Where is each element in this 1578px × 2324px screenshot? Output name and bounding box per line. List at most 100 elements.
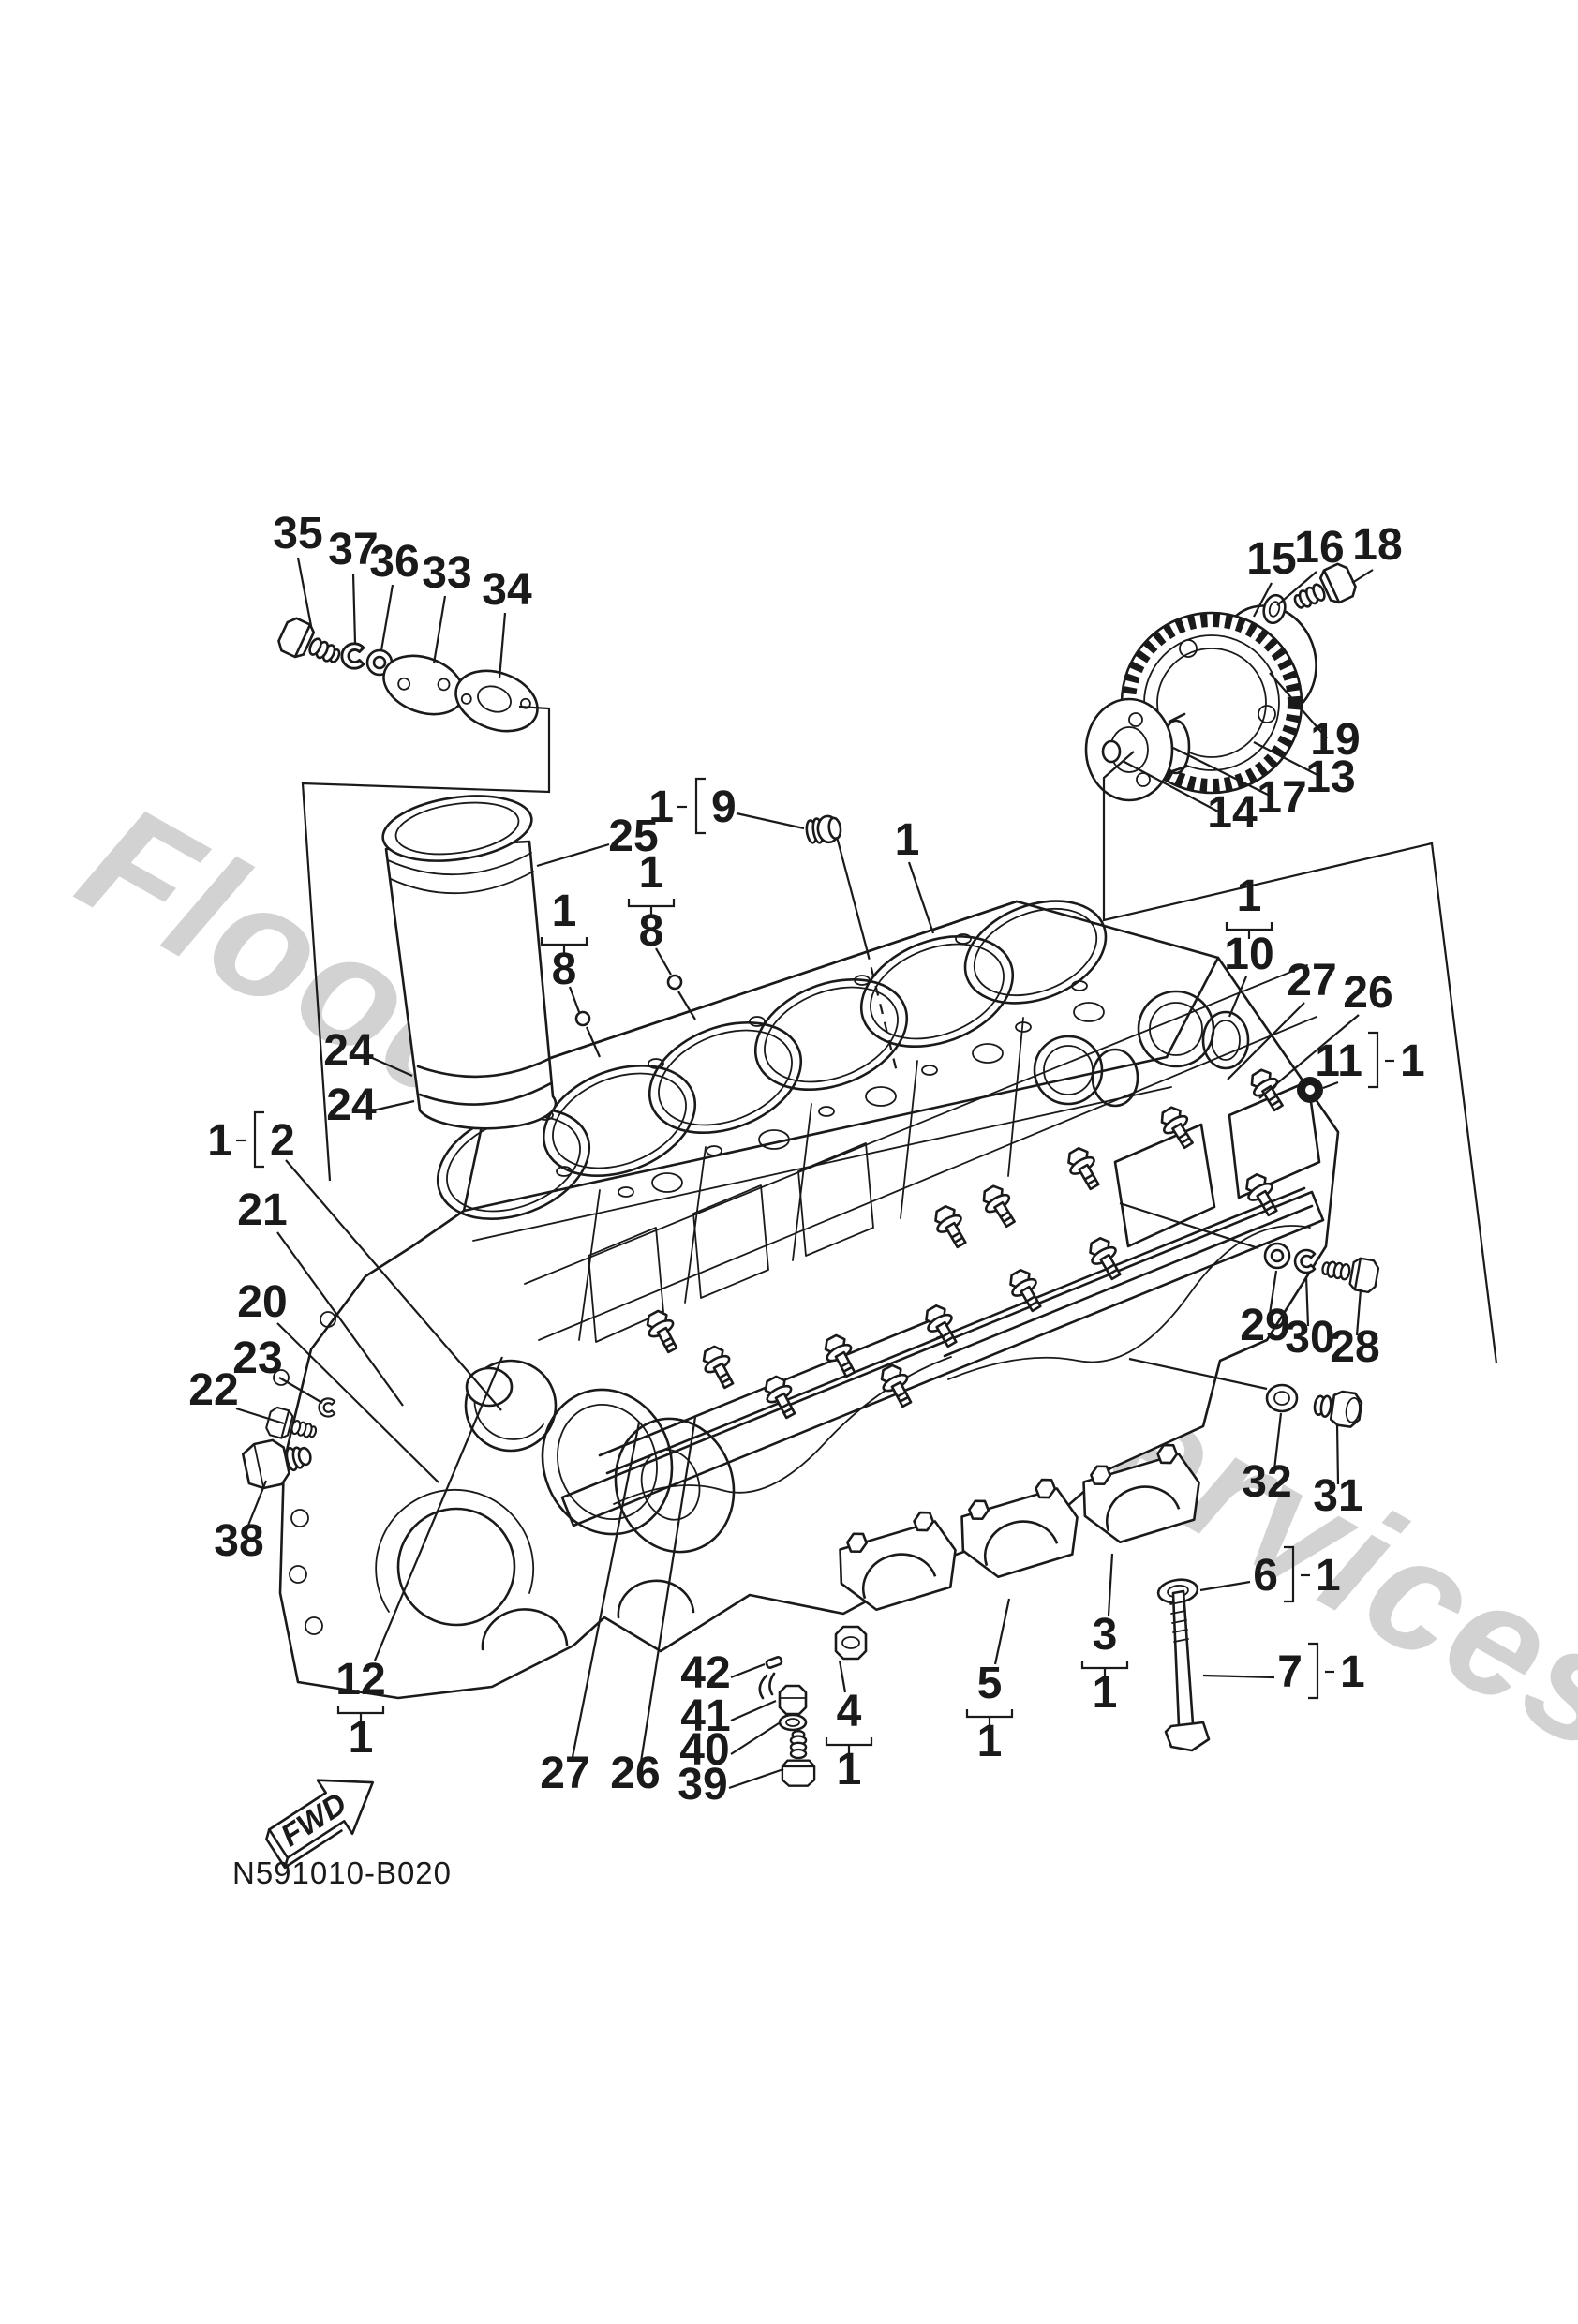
side-cover-rails-shape	[947, 1225, 1311, 1380]
callout-7-1-right: 1	[1340, 1647, 1365, 1697]
block-side-ribs	[524, 964, 1317, 1343]
side-cover-rails-shape	[935, 1186, 1306, 1340]
block-side-ribs-shape	[1007, 1017, 1024, 1177]
leader-lines-shape	[993, 1598, 1011, 1665]
leader-lines-shape	[568, 986, 581, 1013]
callout-41: 41	[680, 1691, 730, 1741]
callout-1-10-bracket	[1225, 922, 1273, 931]
leader-lines-shape	[536, 842, 610, 868]
leader-lines-shape	[585, 1026, 602, 1058]
deck-holes-shape	[758, 1129, 790, 1150]
fastener-parts-shape	[834, 1625, 868, 1661]
block-right-end	[1033, 990, 1321, 1248]
block-side-ribs-shape	[797, 1142, 874, 1257]
cylinder-bores-shape-shape	[542, 1064, 697, 1178]
cylinder-bores-shape-shape	[963, 900, 1108, 1005]
leader-lines-shape	[1107, 1553, 1114, 1616]
fwd-arrow-shape	[283, 1829, 343, 1870]
callout-37: 37	[328, 525, 378, 574]
cover-plate-parts-shape	[454, 669, 539, 733]
block-front-face-shape	[396, 1507, 516, 1627]
cylinder-liner-art-shape	[387, 852, 532, 876]
callout-3-1-top: 3	[1093, 1610, 1118, 1660]
balancer-assembly-art-shape	[1258, 705, 1276, 723]
block-front-face-shape	[614, 1417, 736, 1554]
balancer-assembly-art-shape-shape	[1128, 712, 1143, 727]
engine-block-art-shape	[490, 900, 1019, 1080]
long-bolt-7-shape	[1172, 1629, 1188, 1633]
cover-plate-parts-shape-shape	[477, 685, 512, 713]
callout-25: 25	[608, 812, 658, 861]
callout-12-1-top: 12	[335, 1655, 385, 1705]
leader-lines-shape	[730, 1699, 777, 1722]
block-front-face-shape-shape	[640, 1449, 701, 1521]
drawing-number: N591010-B020	[232, 1855, 452, 1890]
cylinder-liner-art-shape	[416, 1055, 555, 1079]
balancer-assembly-art-shape	[1168, 765, 1188, 774]
block-right-end-shape	[1113, 1123, 1216, 1248]
callout-4-1-top: 4	[837, 1687, 862, 1736]
cylinder-bores-shape-shape	[859, 934, 1015, 1049]
callout-6-1-bracket	[1284, 1545, 1295, 1603]
callout-19: 19	[1310, 715, 1360, 765]
deck-holes-shape	[556, 1166, 573, 1177]
block-side-ribs-shape	[684, 1146, 707, 1304]
leader-lines-shape	[1227, 1002, 1305, 1080]
fastener-parts-shape-shape	[1345, 1396, 1361, 1423]
deck-holes-shape	[618, 1186, 634, 1198]
locator-lines-shape	[301, 705, 551, 1182]
engine-block-art-shape	[462, 1055, 1169, 1213]
long-bolt-7-shape	[1171, 1619, 1187, 1624]
callout-31: 31	[1313, 1471, 1362, 1521]
cylinder-bores-shape	[859, 934, 1015, 1049]
callout-1-10-top: 1	[1237, 872, 1262, 921]
callout-18: 18	[1352, 520, 1402, 570]
callout-1-9-bracket	[694, 777, 706, 835]
callout-1-8b-top: 1	[639, 848, 664, 898]
fastener-parts-shape	[1263, 1242, 1291, 1270]
cylinder-bores-shape-shape	[764, 986, 899, 1083]
cylinder-liner-art	[381, 795, 558, 1130]
leader-lines-shape	[1258, 1014, 1360, 1099]
fastener-parts-shape-shape	[1273, 1391, 1290, 1406]
fastener-parts-shape-shape	[765, 1656, 783, 1669]
leader-lines-shape	[736, 812, 805, 830]
fastener-parts-shape-shape	[1265, 1383, 1299, 1413]
callout-5-1-top: 5	[977, 1659, 1003, 1708]
callout-22: 22	[188, 1365, 238, 1415]
leader-lines-shape	[639, 1416, 697, 1763]
callout-1-8b-bracket	[627, 899, 676, 908]
leader-lines-shape	[730, 1662, 766, 1679]
fastener-parts-shape-shape	[785, 1718, 800, 1727]
callout-20: 20	[237, 1277, 287, 1327]
callout-6-1-right: 1	[1316, 1551, 1341, 1601]
fastener-parts-shape	[805, 814, 842, 844]
long-bolt-7-shape	[1169, 1601, 1185, 1605]
balancer-assembly-art	[1084, 559, 1361, 802]
leader-lines-shape	[278, 1377, 323, 1404]
leader-lines-shape	[1253, 582, 1273, 618]
block-front-face-shape	[290, 1509, 309, 1527]
leader-lines-shape	[380, 584, 394, 651]
callout-42: 42	[680, 1648, 730, 1698]
deck-holes-shape	[921, 1065, 938, 1076]
callout-17: 17	[1257, 773, 1306, 823]
block-side-ribs-shape	[538, 1016, 1317, 1341]
block-front-face-shape	[273, 1369, 290, 1386]
callout-33: 33	[422, 548, 471, 598]
balancer-assembly-art-shape-shape	[1084, 697, 1174, 802]
fastener-parts	[241, 814, 1381, 1787]
cylinder-bores-shape	[963, 900, 1108, 1005]
cover-plate-parts-shape-shape	[437, 678, 451, 692]
callout-1-8b-bottom: 8	[639, 906, 664, 956]
fastener-parts-shape-shape	[841, 1636, 860, 1649]
leader-lines-shape	[1172, 747, 1273, 797]
callout-4-1-bracket	[825, 1737, 873, 1747]
leader-lines-shape	[728, 1767, 784, 1790]
callout-1-8a-bracket	[540, 937, 588, 946]
balancer-assembly-art-shape	[1168, 712, 1186, 723]
callout-7-1-left: 7	[1277, 1647, 1303, 1697]
callout-1-2-left: 1	[207, 1116, 232, 1166]
callout-12-1-bottom: 1	[349, 1713, 374, 1763]
